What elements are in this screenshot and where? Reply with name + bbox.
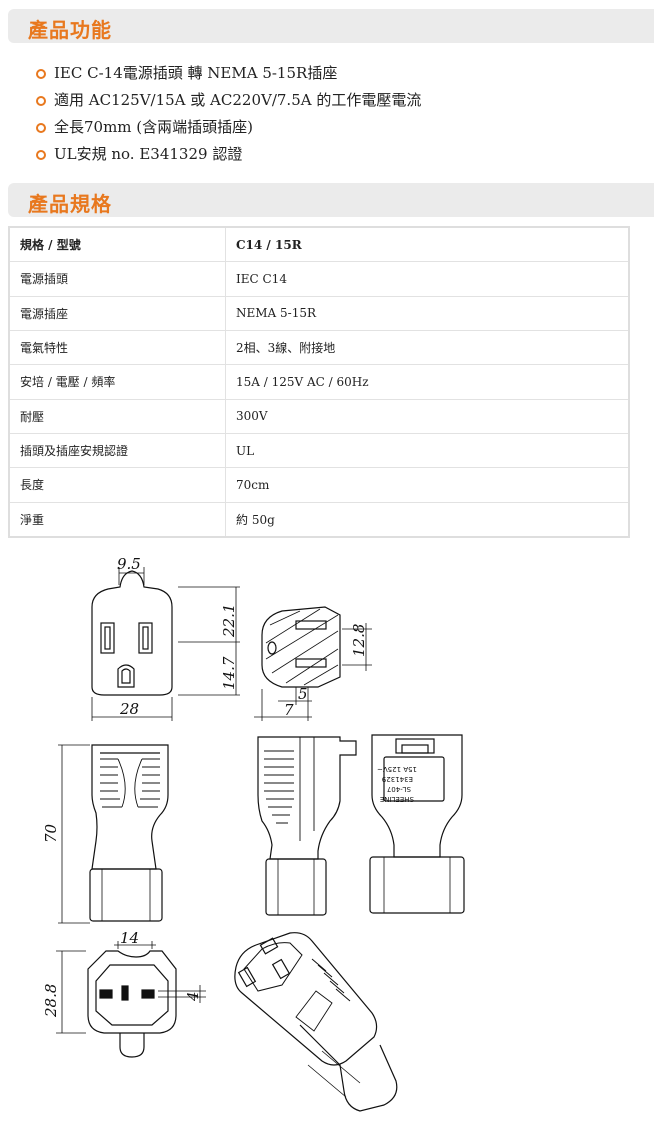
spec-label: 電源插頭 [10,261,226,297]
table-header-row: 規格 / 型號 C14 / 15R [10,228,628,263]
product-label-text: SHEELINE SL-407 E341329 15A 125V~ [377,765,417,803]
svg-text:E341329: E341329 [382,775,413,783]
header-cell: C14 / 15R [225,228,628,263]
dim-lower-height: 14.7 [220,656,238,690]
features-title: 產品功能 [28,18,112,42]
socket-front-view [91,567,240,721]
socket-side-section [254,606,372,721]
dim-side-height: 12.8 [350,624,368,657]
spec-header: 產品規格 [8,183,654,217]
spec-label: 淨重 [10,502,226,536]
dim-top-width: 9.5 [117,555,141,573]
dim-total-length: 70 [42,823,60,843]
adapter-profile-left [58,744,169,924]
dim-inlet-width: 14 [120,929,139,947]
dim-upper-height: 22.1 [220,604,238,638]
bullet-icon [36,123,46,133]
adapter-back-view [369,734,465,914]
spec-value: 300V [225,399,628,434]
svg-text:15A 125V~: 15A 125V~ [377,765,417,773]
spec-value: 約 50g [236,512,275,527]
feature-item: 適用 AC125V/15A 或 AC220V/7.5A 的工作電壓電流 [36,87,421,114]
dim-side-offset-inner: 5 [298,685,308,703]
feature-item: 全長70mm (含兩端插頭插座) [36,114,421,141]
feature-item: UL安規 no. E341329 認證 [36,141,421,168]
features-header: 產品功能 [8,9,654,43]
bullet-icon [36,150,46,160]
adapter-isometric-view [234,932,398,1112]
spec-value: UL [225,433,628,469]
dim-pin-gap: 4 [184,991,202,1002]
bullet-icon [36,96,46,106]
svg-text:SL-407: SL-407 [387,785,411,793]
svg-text:SHEELINE: SHEELINE [380,795,414,803]
dim-side-offset-outer: 7 [284,701,294,719]
spec-label: 電氣特性 [10,330,226,366]
spec-label: 安培 / 電壓 / 頻率 [10,364,226,400]
spec-value: 70cm [225,467,628,503]
adapter-profile-side [257,736,357,916]
feature-item: IEC C-14電源插頭 轉 NEMA 5-15R插座 [36,60,421,87]
spec-label: 插頭及插座安規認證 [10,433,226,469]
spec-label: 長度 [10,467,226,503]
spec-value: 2相、3線、附接地 [225,330,628,366]
inlet-front-view [56,941,206,1058]
spec-title: 產品規格 [28,192,112,216]
spec-label: 耐壓 [10,399,226,434]
dim-front-width: 28 [119,700,139,718]
dimension-drawing: 9.5 28 22.1 14.7 12.8 5 7 [42,555,465,1112]
dim-inlet-height: 28.8 [42,984,60,1018]
spec-value: IEC C14 [225,261,628,297]
table-row: 淨重約 50g [10,502,628,536]
features-list: IEC C-14電源插頭 轉 NEMA 5-15R插座 適用 AC125V/15… [36,60,421,168]
bullet-icon [36,69,46,79]
spec-value: NEMA 5-15R [225,296,628,331]
spec-value: 15A / 125V AC / 60Hz [225,364,628,400]
header-cell: 規格 / 型號 [10,228,226,263]
spec-label: 電源插座 [10,296,226,331]
